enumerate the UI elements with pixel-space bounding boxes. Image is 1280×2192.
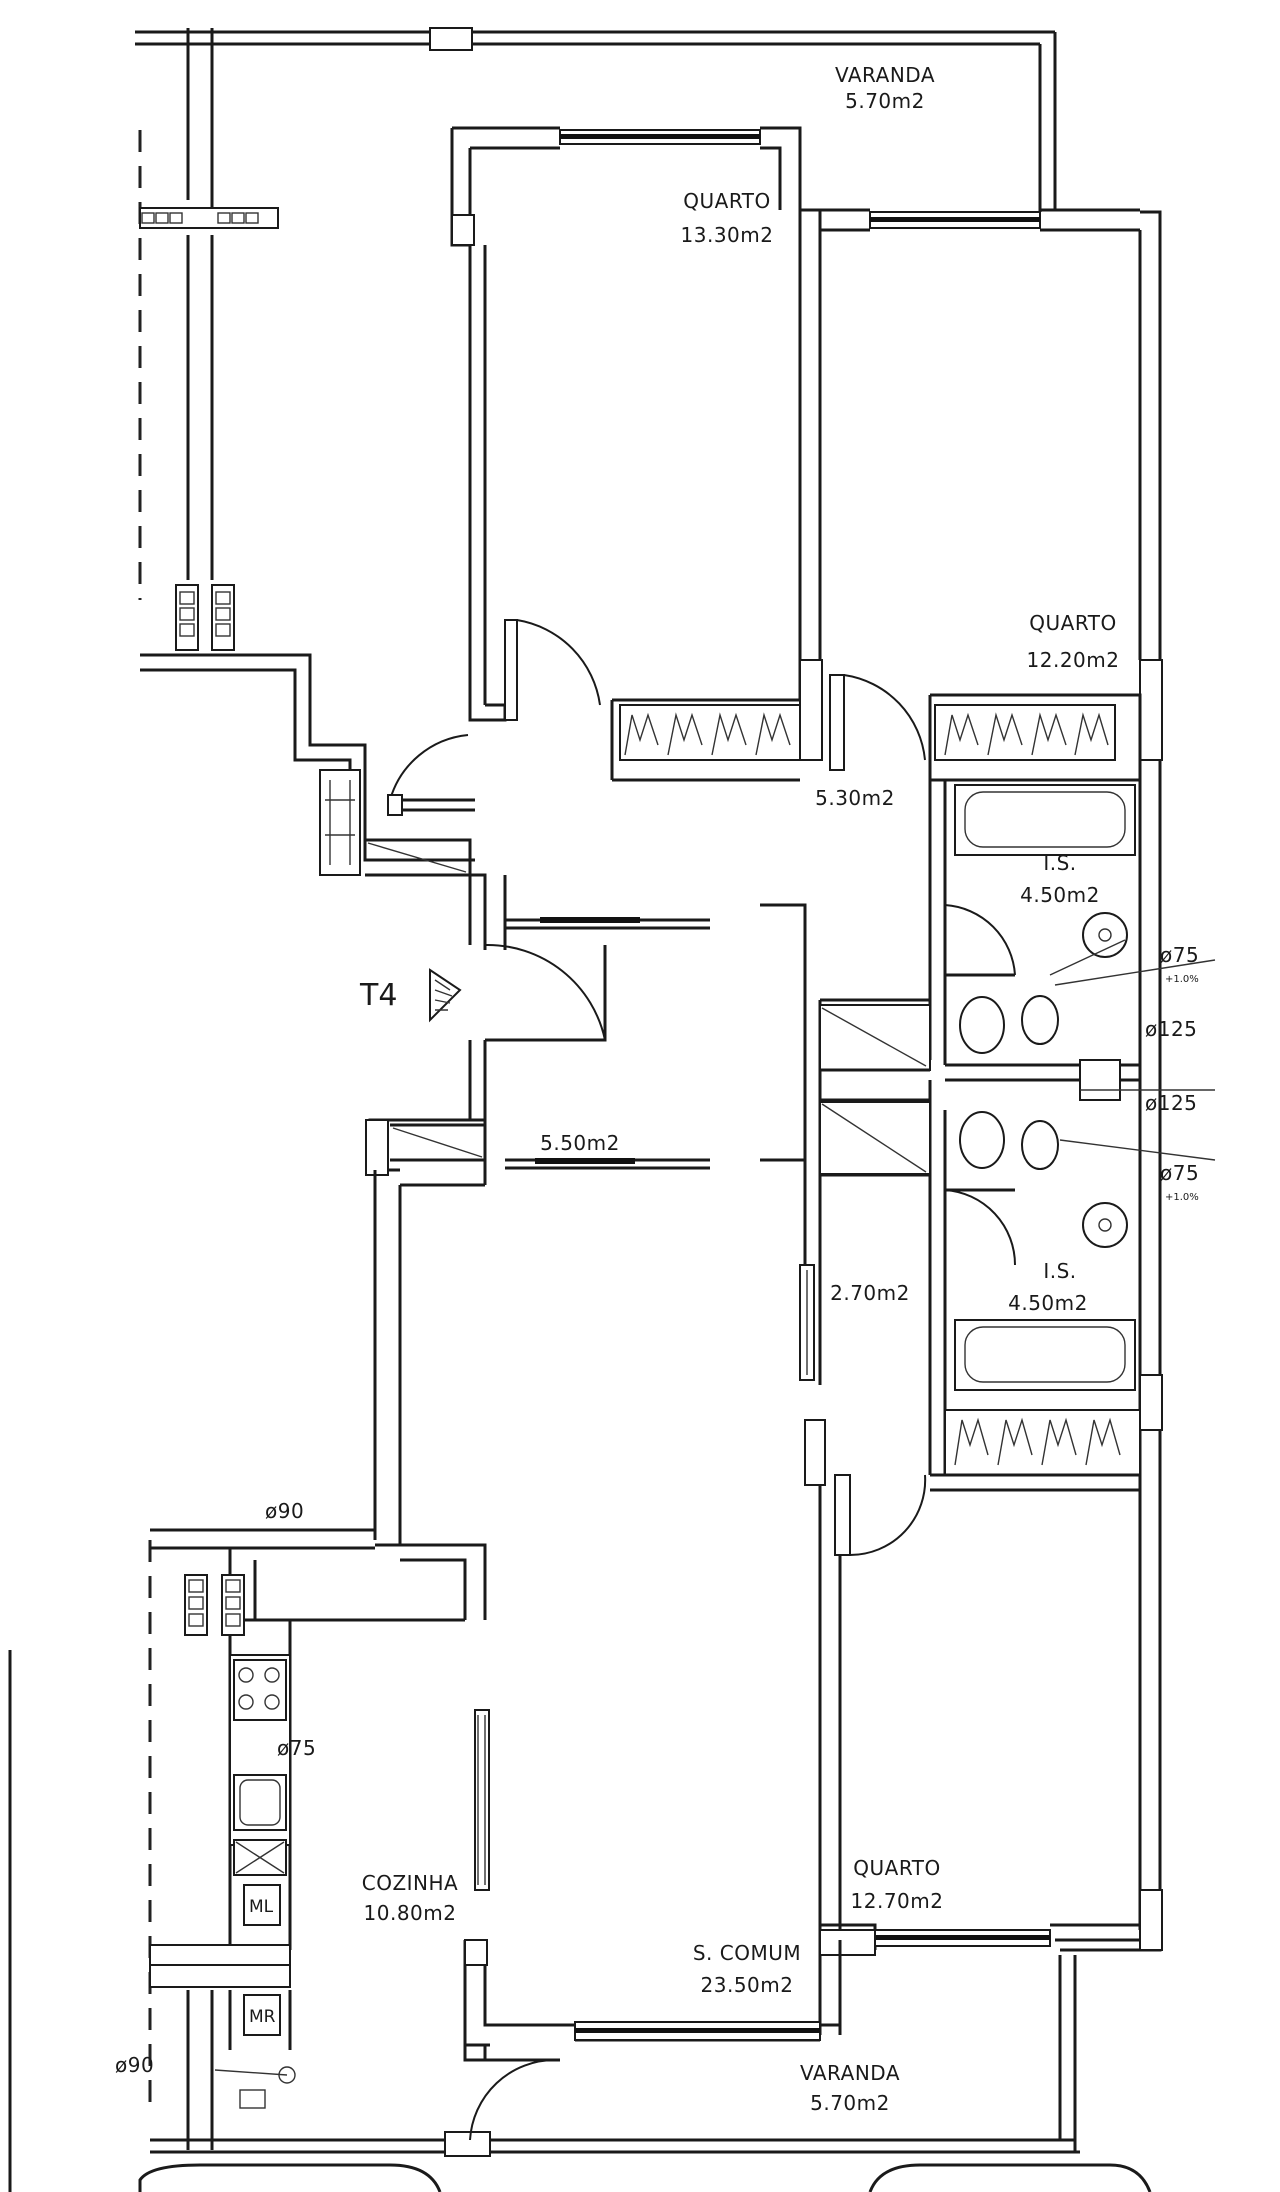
varanda-top-area: 5.70m2 bbox=[845, 89, 925, 113]
walls bbox=[135, 27, 1163, 2157]
corridor-area: 2.70m2 bbox=[830, 1281, 910, 1305]
cozinha-name: COZINHA bbox=[362, 1871, 459, 1895]
pipe-75-top: ø75 bbox=[1160, 943, 1199, 967]
pipe-75-top-note: +1.0% bbox=[1165, 974, 1199, 985]
quarto-2-walls bbox=[820, 208, 1142, 782]
varanda-bottom-name: VARANDA bbox=[800, 2061, 900, 2085]
is-2-area: 4.50m2 bbox=[1008, 1291, 1088, 1315]
pipe-90-bottom: ø90 bbox=[115, 2053, 154, 2077]
fixture-ml: ML bbox=[249, 1897, 274, 1917]
room-labels: VARANDA 5.70m2 QUARTO 13.30m2 QUARTO 12.… bbox=[359, 63, 1119, 2115]
quarto-1-walls bbox=[450, 126, 823, 782]
cozinha-area: 10.80m2 bbox=[364, 1901, 457, 1925]
is-1 bbox=[819, 780, 1216, 1082]
entrance-label: T4 bbox=[359, 978, 397, 1013]
central-hall bbox=[483, 875, 927, 2035]
is-2-name: I.S. bbox=[1043, 1259, 1076, 1283]
is-2 bbox=[819, 1059, 1216, 1492]
sala-walls bbox=[463, 1709, 842, 2141]
pipe-75-bottom: ø75 bbox=[1160, 1161, 1199, 1185]
quarto-2-area: 12.20m2 bbox=[1027, 648, 1120, 672]
varanda-bottom-area: 5.70m2 bbox=[810, 2091, 890, 2115]
quarto-3-area: 12.70m2 bbox=[851, 1889, 944, 1913]
quarto-3-name: QUARTO bbox=[853, 1856, 940, 1880]
kitchen bbox=[214, 1654, 296, 2109]
sala-name: S. COMUM bbox=[693, 1941, 801, 1965]
pipe-75-bottom-note: +1.0% bbox=[1165, 1192, 1199, 1203]
quarto-1-area: 13.30m2 bbox=[681, 223, 774, 247]
hall-mid-area: 5.50m2 bbox=[540, 1131, 620, 1155]
quarto-3-walls bbox=[819, 1923, 1140, 1956]
hall-top-area: 5.30m2 bbox=[815, 786, 895, 810]
fixture-mr: MR bbox=[249, 2007, 276, 2027]
pipe-90-top: ø90 bbox=[265, 1499, 304, 1523]
entrance-arrow bbox=[429, 968, 462, 1023]
varanda-top-name: VARANDA bbox=[835, 63, 935, 87]
pipe-125-bottom: ø125 bbox=[1145, 1091, 1197, 1115]
is-1-area: 4.50m2 bbox=[1020, 883, 1100, 907]
sala-area: 23.50m2 bbox=[701, 1973, 794, 1997]
bottom-outline-left bbox=[138, 2163, 442, 2192]
pipe-annotations: ø75 +1.0% ø125 ø125 ø75 +1.0% ø90 ø75 ø9… bbox=[115, 943, 1199, 2077]
pipe-75-kitchen: ø75 bbox=[277, 1736, 316, 1760]
doors-upper bbox=[387, 619, 926, 816]
is-1-name: I.S. bbox=[1043, 851, 1076, 875]
quarto-2-name: QUARTO bbox=[1029, 611, 1116, 635]
quarto-1-name: QUARTO bbox=[683, 189, 770, 213]
bottom-outline-right bbox=[868, 2163, 1152, 2192]
pipe-125-top: ø125 bbox=[1145, 1017, 1197, 1041]
